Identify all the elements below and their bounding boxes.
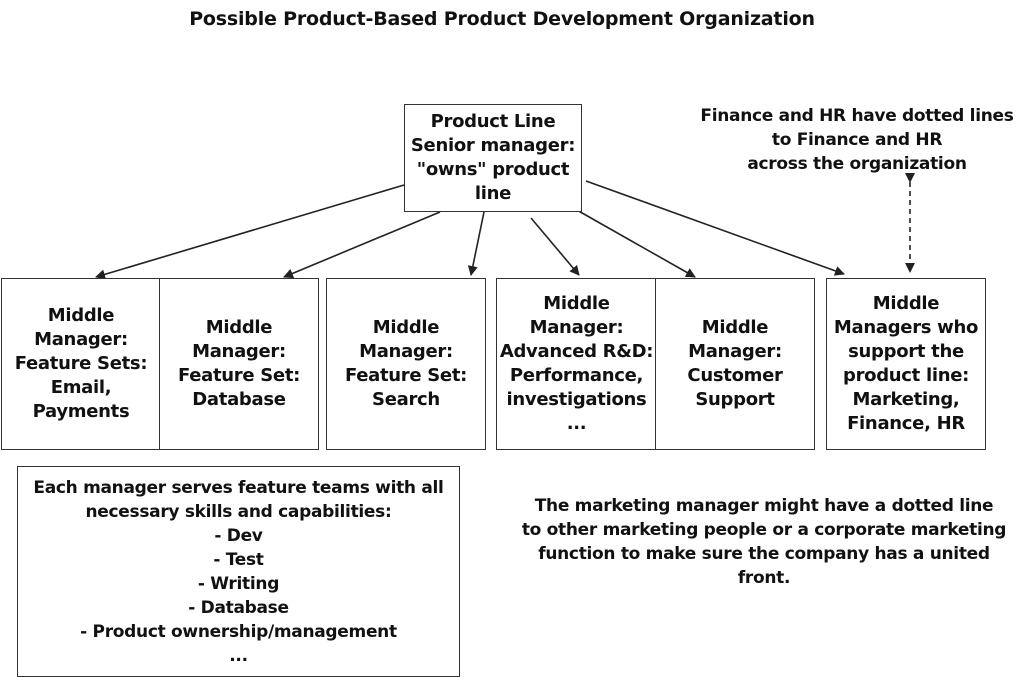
manager-box-search: Middle Manager: Feature Set: Search [326, 278, 486, 450]
manager-text: Middle Manager: Customer Support [687, 317, 783, 410]
manager-box-customer-support: Middle Manager: Customer Support [655, 278, 815, 450]
finance-hr-note: Finance and HR have dotted lines to Fina… [700, 106, 1014, 174]
arrow-to-search [467, 211, 485, 276]
manager-text: Middle Managers who support the product … [833, 293, 979, 434]
arrow-to-database [283, 211, 441, 279]
manager-box-email-payments: Middle Manager: Feature Sets: Email, Pay… [1, 278, 161, 450]
arrow-to-email-payments [95, 184, 405, 280]
manager-text: Middle Manager: Advanced R&D: Performanc… [499, 293, 654, 434]
feature-teams-box: Each manager serves feature teams with a… [17, 466, 460, 677]
product-line-text: Product Line Senior manager: "owns" prod… [410, 111, 576, 204]
product-line-box: Product Line Senior manager: "owns" prod… [404, 104, 582, 212]
manager-box-advanced-rd: Middle Manager: Advanced R&D: Performanc… [496, 278, 657, 450]
feature-teams-text: Each manager serves feature teams with a… [33, 477, 444, 666]
manager-text: Middle Manager: Feature Sets: Email, Pay… [14, 305, 148, 422]
diagram-title: Possible Product-Based Product Developme… [189, 8, 815, 30]
manager-box-database: Middle Manager: Feature Set: Database [159, 278, 319, 450]
manager-box-support-functions: Middle Managers who support the product … [826, 278, 986, 450]
arrow-to-advanced-rd [530, 217, 580, 276]
manager-text: Middle Manager: Feature Set: Database [177, 317, 301, 410]
arrow-to-customer-support [567, 204, 696, 278]
manager-text: Middle Manager: Feature Set: Search [344, 317, 468, 410]
marketing-note: The marketing manager might have a dotte… [521, 496, 1007, 588]
arrow-to-support-managers [585, 180, 845, 276]
